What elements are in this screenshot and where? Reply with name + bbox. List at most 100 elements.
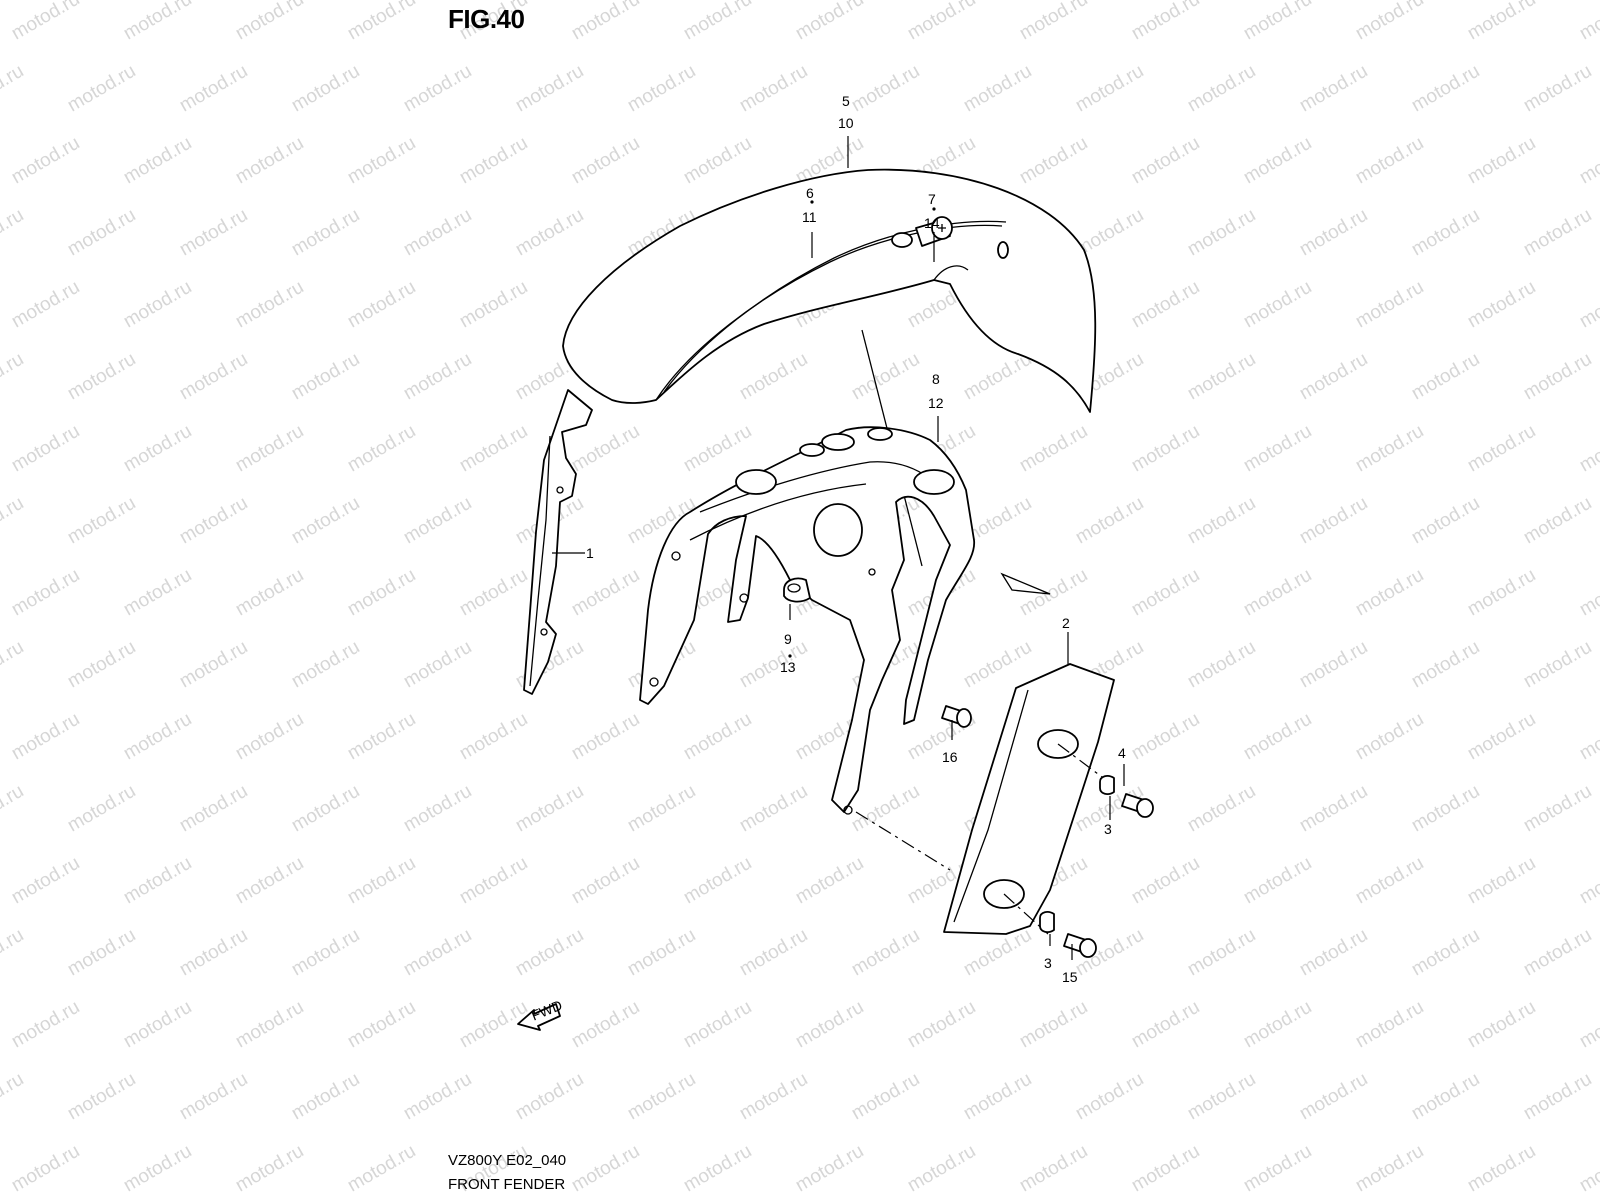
watermark-text: motod.ru [1352, 0, 1427, 44]
watermark-text: motod.ru [1576, 421, 1600, 477]
watermark-text: motod.ru [344, 0, 419, 44]
watermark-text: motod.ru [1296, 781, 1371, 837]
watermark-text: motod.ru [344, 421, 419, 477]
watermark-text: motod.ru [680, 997, 755, 1053]
watermark-text: motod.ru [176, 205, 251, 261]
watermark-text: motod.ru [64, 925, 139, 981]
watermark-text: motod.ru [1184, 349, 1259, 405]
watermark-text: motod.ru [0, 925, 27, 981]
watermark-text: motod.ru [512, 925, 587, 981]
watermark-text: motod.ru [1296, 349, 1371, 405]
watermark-text: motod.ru [1016, 421, 1091, 477]
fender-brace [639, 426, 1051, 815]
watermark-text: motod.ru [1408, 781, 1483, 837]
watermark-text: motod.ru [624, 925, 699, 981]
watermark-text: motod.ru [1464, 709, 1539, 765]
callout-12: 12 [928, 395, 944, 411]
watermark-text: motod.ru [1352, 1141, 1427, 1197]
watermark-text: motod.ru [1184, 205, 1259, 261]
watermark-text: motod.ru [1184, 637, 1259, 693]
watermark-text: motod.ru [8, 0, 83, 44]
watermark-text: motod.ru [288, 1069, 363, 1125]
watermark-text: motod.ru [232, 1141, 307, 1197]
watermark-text: motod.ru [1240, 277, 1315, 333]
watermark-text: motod.ru [568, 709, 643, 765]
watermark-text: motod.ru [736, 1069, 811, 1125]
watermark-text: motod.ru [288, 349, 363, 405]
watermark-text: motod.ru [120, 277, 195, 333]
watermark-text: motod.ru [1520, 493, 1595, 549]
watermark-text: motod.ru [64, 205, 139, 261]
watermark-text: motod.ru [456, 133, 531, 189]
fork-cover-panel [855, 663, 1115, 935]
watermark-text: motod.ru [288, 61, 363, 117]
watermark-text: motod.ru [848, 349, 923, 405]
callout-3-upper: 3 [1104, 821, 1112, 837]
watermark-text: motod.ru [176, 61, 251, 117]
watermark-text: motod.ru [736, 925, 811, 981]
watermark-text: motod.ru [568, 421, 643, 477]
watermark-text: motod.ru [1408, 637, 1483, 693]
watermark-text: motod.ru [1520, 1069, 1595, 1125]
watermark-text: motod.ru [904, 0, 979, 44]
callout-3-lower: 3 [1044, 955, 1052, 971]
callout-14: 14 [924, 215, 940, 231]
watermark-text: motod.ru [232, 133, 307, 189]
watermark-text: motod.ru [1408, 349, 1483, 405]
watermark-text: motod.ru [8, 853, 83, 909]
watermark-text: motod.ru [1128, 421, 1203, 477]
watermark-text: motod.ru [120, 997, 195, 1053]
watermark-text: motod.ru [288, 925, 363, 981]
watermark-text: motod.ru [176, 349, 251, 405]
watermark-text: motod.ru [960, 1069, 1035, 1125]
watermark-text: motod.ru [680, 0, 755, 44]
watermark-text: motod.ru [624, 781, 699, 837]
watermark-text: motod.ru [1128, 709, 1203, 765]
watermark-text: motod.ru [1576, 0, 1600, 44]
watermark-text: motod.ru [1128, 1141, 1203, 1197]
watermark-text: motod.ru [568, 1141, 643, 1197]
callout-10: 10 [838, 115, 854, 131]
watermark-text: motod.ru [680, 1141, 755, 1197]
watermark-text: motod.ru [0, 1069, 27, 1125]
watermark-text: motod.ru [624, 1069, 699, 1125]
watermark-text: motod.ru [232, 853, 307, 909]
watermark-text: motod.ru [1464, 1141, 1539, 1197]
leader-lines [552, 136, 1125, 960]
watermark-text: motod.ru [1464, 565, 1539, 621]
watermark-text: motod.ru [1072, 61, 1147, 117]
watermark-text: motod.ru [1576, 565, 1600, 621]
watermark-text: motod.ru [1016, 565, 1091, 621]
watermark-text: motod.ru [8, 709, 83, 765]
watermark-text: motod.ru [848, 61, 923, 117]
watermark-text: motod.ru [512, 781, 587, 837]
watermark-text: motod.ru [120, 853, 195, 909]
callout-15: 15 [1062, 969, 1078, 985]
watermark-text: motod.ru [904, 997, 979, 1053]
watermark-text: motod.ru [904, 1141, 979, 1197]
watermark-text: motod.ru [624, 61, 699, 117]
callout-5: 5 [842, 93, 850, 109]
watermark-text: motod.ru [512, 205, 587, 261]
watermark-text: motod.ru [568, 133, 643, 189]
callout-7: 7 [928, 191, 936, 207]
watermark-text: motod.ru [456, 421, 531, 477]
watermark-text: motod.ru [1520, 61, 1595, 117]
watermark-text: motod.ru [400, 781, 475, 837]
watermark-text: motod.ru [1576, 1141, 1600, 1197]
watermark-text: motod.ru [1240, 565, 1315, 621]
watermark-text: motod.ru [792, 853, 867, 909]
watermark-text: motod.ru [400, 925, 475, 981]
watermark-text: motod.ru [1296, 61, 1371, 117]
watermark-text: motod.ru [0, 637, 27, 693]
watermark-text: motod.ru [1464, 0, 1539, 44]
watermark-text: motod.ru [120, 133, 195, 189]
watermark-text: motod.ru [344, 565, 419, 621]
watermark-text: motod.ru [1296, 925, 1371, 981]
watermark-text: motod.ru [1352, 277, 1427, 333]
watermark-text: motod.ru [120, 565, 195, 621]
watermark-text: motod.ru [1576, 997, 1600, 1053]
watermark-text: motod.ru [1352, 853, 1427, 909]
watermark-text: motod.ru [680, 421, 755, 477]
watermark-text: motod.ru [1408, 493, 1483, 549]
